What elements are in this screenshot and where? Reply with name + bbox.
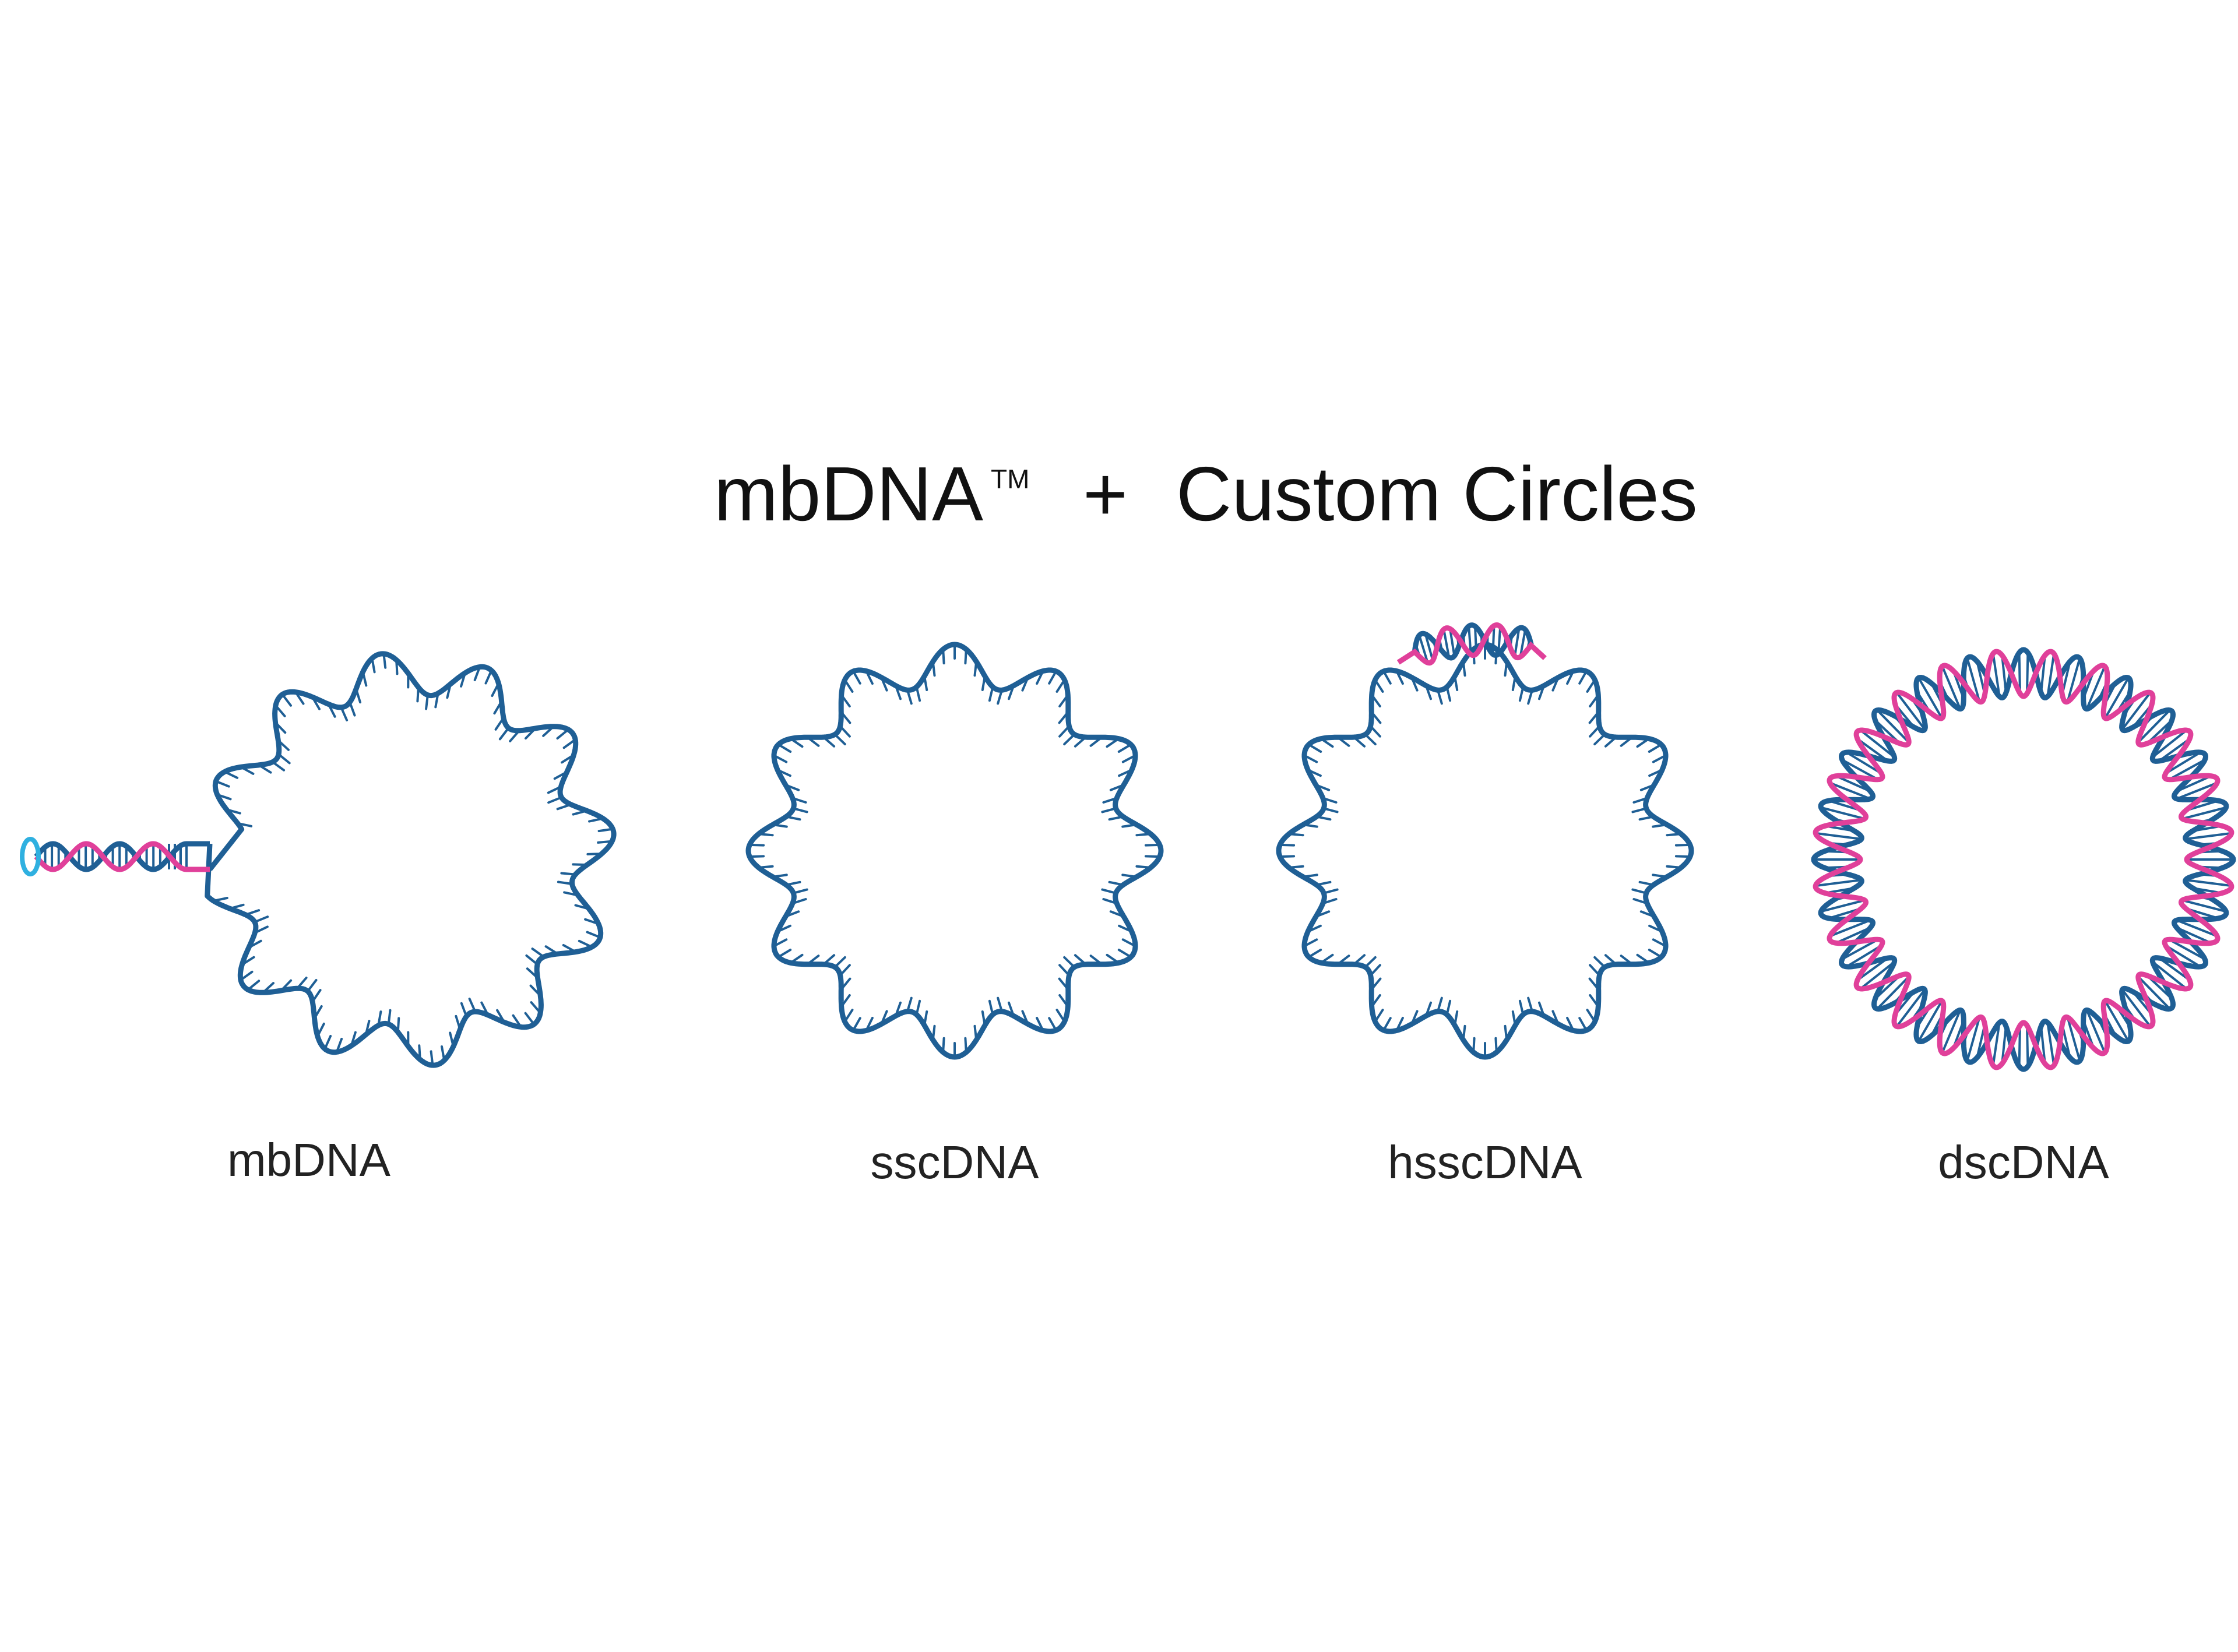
dscdna-structure: dscDNA: [1811, 647, 2236, 1188]
dscdna-base-pair: [2104, 677, 2130, 719]
dscdna-base-pair: [2066, 1017, 2081, 1062]
hsscdna-base-pair: [1449, 628, 1456, 656]
dscdna-base-pair: [2104, 1000, 2130, 1042]
dscdna-base-pair: [2085, 1009, 2106, 1054]
dscdna-base-pair: [1815, 832, 1862, 840]
hsscdna-label: hsscDNA: [1388, 1136, 1582, 1188]
dscdna-base-pair: [2066, 657, 2081, 702]
title-mbdna: mbDNA: [714, 451, 983, 537]
dscdna-base-pair: [2165, 751, 2201, 775]
title-custom-circles: Custom Circles: [1176, 451, 1698, 537]
dscdna-base-pair: [2018, 1025, 2021, 1067]
dscdna-base-pair: [1829, 919, 1871, 938]
dscdna-base-pair: [1941, 1009, 1962, 1054]
dscdna-base-pair: [1859, 961, 1895, 990]
mbdna-hairpin-cap: [20, 837, 41, 876]
sscdna-structure: sscDNA: [745, 642, 1164, 1188]
hsscdna-base-pair: [1519, 629, 1527, 657]
dscdna-base-pair: [2185, 879, 2232, 887]
dscdna-base-pair: [1991, 1022, 2001, 1066]
dscdna-base-pair: [2018, 652, 2021, 694]
dscdna-base-pair: [2046, 653, 2056, 697]
dscdna-base-pair: [2176, 781, 2218, 800]
dscdna-base-pair: [2137, 975, 2171, 1010]
dscdna-base-pair: [1966, 1017, 1981, 1062]
dscdna-base-pair: [2046, 1022, 2056, 1066]
dscdna-base-pair: [2137, 709, 2171, 744]
mbdna-loop-strand: [205, 651, 617, 1068]
hsscdna-base-pair: [1497, 626, 1502, 654]
dscdna-base-pair: [2026, 1025, 2029, 1067]
mbdna-structure: mbDNA: [20, 651, 617, 1186]
sscdna-label: sscDNA: [871, 1136, 1040, 1188]
title-trademark: TM: [991, 464, 1029, 494]
dscdna-base-pair: [2026, 652, 2029, 694]
mbdna-stem-pink-strand: [34, 841, 210, 872]
sscdna-base-ticks: [748, 643, 1161, 1058]
sscdna-strand: [745, 642, 1164, 1060]
dscdna-base-pair: [1846, 944, 1882, 968]
dscdna-base-pair: [1841, 759, 1879, 781]
hsscdna-hybrid-blue-strand: [1412, 622, 1534, 661]
dscdna-base-pair: [2121, 692, 2152, 730]
hsscdna-hybridized-segment: [1396, 622, 1547, 666]
dscdna-base-pair: [2176, 919, 2218, 938]
dscdna-base-pair: [1895, 989, 1926, 1027]
dscdna-base-pair: [2152, 729, 2188, 758]
hsscdna-base-pair: [1424, 633, 1434, 661]
hsscdna-base-pair: [1491, 625, 1495, 654]
dscdna-base-pair: [1876, 975, 1910, 1010]
dscdna-base-pair: [2181, 899, 2226, 913]
hsscdna-base-pair: [1468, 626, 1472, 655]
diagram-title: mbDNA TM + Custom Circles: [714, 451, 1698, 537]
dscdna-base-pair: [1829, 781, 1871, 800]
dscdna-base-pair: [1841, 938, 1879, 960]
title-plus: +: [1083, 451, 1128, 537]
dscdna-strand-pink: [1813, 649, 2235, 1070]
mbdna-double-stranded-stem: [34, 841, 210, 872]
dscdna-base-pair: [2181, 806, 2226, 820]
dscdna-base-pair: [1876, 709, 1910, 744]
dscdna-base-pair: [1941, 665, 1962, 710]
hsscdna-base-pair: [1418, 635, 1429, 663]
dscdna-base-pair: [1821, 806, 1866, 820]
mbdna-label: mbDNA: [227, 1134, 391, 1186]
dscdna-base-pair: [2165, 944, 2201, 968]
dscdna-base-pair: [2168, 759, 2206, 781]
hsscdna-structure: hsscDNA: [1276, 622, 1694, 1188]
dscdna-base-pair: [1966, 657, 1981, 702]
dscdna-base-pair: [1815, 879, 1862, 887]
hsscdna-strand: [1276, 642, 1694, 1060]
dscdna-base-pair: [2185, 832, 2232, 840]
dscdna-base-pair: [1917, 1000, 1943, 1042]
mbdna-stem-blue-strand: [34, 841, 210, 872]
dscdna-base-pair: [2085, 665, 2106, 710]
dscdna-base-pair: [1991, 653, 2001, 697]
dscdna-strand-blue: [1811, 647, 2236, 1072]
hsscdna-hybrid-pink-strand: [1396, 622, 1547, 666]
dscdna-base-pair: [2121, 989, 2152, 1027]
dscdna-label: dscDNA: [1938, 1136, 2109, 1188]
dscdna-base-pair: [1859, 729, 1895, 758]
hsscdna-base-pair: [1474, 626, 1478, 654]
dscdna-base-pair: [1846, 751, 1882, 775]
dscdna-base-pair: [2152, 961, 2188, 990]
dscdna-base-pair: [1895, 692, 1926, 730]
hsscdna-base-ticks: [1279, 643, 1691, 1058]
hsscdna-base-pair: [1442, 629, 1451, 658]
hsscdna-base-pair: [1514, 628, 1521, 657]
dscdna-base-pair: [1917, 677, 1943, 719]
dscdna-base-pair: [2168, 938, 2206, 960]
dscdna-base-pair: [1821, 899, 1866, 913]
